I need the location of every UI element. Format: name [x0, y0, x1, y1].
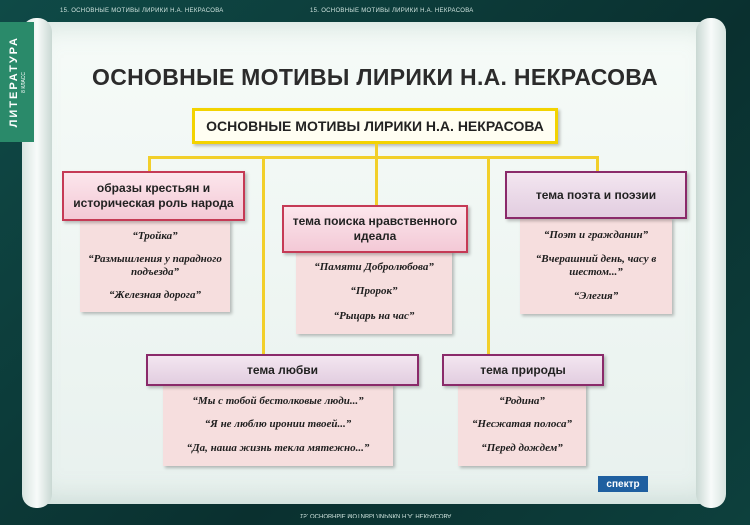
poem-title: “Вчерашний день, часу в шестом...” [535, 252, 657, 278]
poem-title: “Я не люблю иронии твоей...” [204, 418, 352, 431]
header-strip-left: 15. ОСНОВНЫЕ МОТИВЫ ЛИРИКИ Н.А. НЕКРАСОВ… [60, 8, 224, 14]
connector-left [148, 156, 151, 172]
theme-header-poet: тема поэта и поэзии [505, 171, 687, 219]
poem-title: “Железная дорога” [109, 289, 201, 301]
theme-header-peasants: образы крестьян и историческая роль наро… [62, 171, 245, 221]
theme-body-ideal: “Памяти Добролюбова” “Пророк” “Рыцарь на… [296, 250, 452, 334]
poem-title: “Памяти Добролюбова” [314, 261, 434, 274]
connector-right [596, 156, 599, 172]
poem-title: “Элегия” [573, 290, 619, 302]
theme-header-ideal: тема поиска нравственного идеала [282, 205, 468, 253]
theme-header-nature: тема природы [442, 354, 604, 386]
poem-title: “Родина” [499, 394, 545, 407]
poem-title: “Мы с тобой бестолковые люди...” [192, 394, 364, 407]
poem-title: “Размышления у парадного подъезда” [88, 252, 222, 278]
header-strip: 15. ОСНОВНЫЕ МОТИВЫ ЛИРИКИ Н.А. НЕКРАСОВ… [40, 6, 740, 18]
theme-body-poet: “Поэт и гражданин” “Вчерашний день, часу… [520, 218, 672, 314]
theme-body-peasants: “Тройка” “Размышления у парадного подъез… [80, 220, 230, 312]
connector-mid [375, 156, 378, 206]
poem-title: “Несжатая полоса” [472, 418, 572, 431]
page-title: ОСНОВНЫЕ МОТИВЫ ЛИРИКИ Н.А. НЕКРАСОВА [92, 64, 658, 90]
theme-body-nature: “Родина” “Несжатая полоса” “Перед дождем… [458, 384, 586, 466]
central-topic-box: ОСНОВНЫЕ МОТИВЫ ЛИРИКИ Н.А. НЕКРАСОВА [192, 108, 558, 144]
theme-header-love: тема любви [146, 354, 419, 386]
poem-title: “Да, наша жизнь текла мятежно...” [186, 442, 370, 455]
publisher-logo: спектр [598, 476, 648, 492]
poem-title: “Поэт и гражданин” [543, 228, 649, 241]
connector-nature [487, 156, 490, 354]
poem-title: “Пророк” [350, 285, 398, 298]
side-label: ЛИТЕРАТУРА 8 КЛАСС [0, 22, 34, 142]
connector-love [262, 156, 265, 354]
poem-title: “Тройка” [132, 229, 178, 242]
theme-body-love: “Мы с тобой бестолковые люди...” “Я не л… [163, 384, 393, 466]
header-strip-right: 15. ОСНОВНЫЕ МОТИВЫ ЛИРИКИ Н.А. НЕКРАСОВ… [310, 8, 474, 14]
connector-center [375, 144, 378, 157]
poem-title: “Перед дождем” [481, 442, 563, 455]
footer-strip: 15. ОСНОВНЫЕ МОТИВЫ ЛИРИКИ Н.А. НЕКРАСОВ… [300, 512, 452, 518]
poem-title: “Рыцарь на час” [333, 309, 415, 322]
connector-horizontal [148, 156, 598, 159]
